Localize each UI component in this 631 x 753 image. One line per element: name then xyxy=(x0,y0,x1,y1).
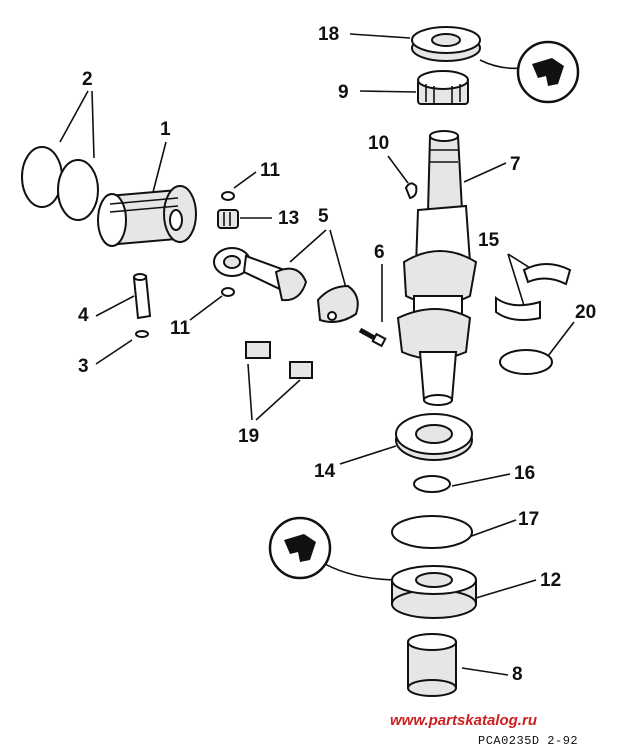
leader-lines xyxy=(59,33,575,676)
part-11-washer-top xyxy=(221,191,235,201)
callout-7: 7 xyxy=(510,154,521,175)
part-4-piston-pin xyxy=(132,273,152,320)
part-1-piston xyxy=(97,185,197,247)
part-14-ball-bearing xyxy=(395,413,473,461)
callout-1: 1 xyxy=(160,119,171,140)
part-2-piston-rings xyxy=(21,146,99,221)
callout-17: 17 xyxy=(518,509,539,530)
part-11-washer-bottom xyxy=(221,287,235,297)
callout-11-bottom: 11 xyxy=(170,318,191,339)
callout-10: 10 xyxy=(368,133,389,154)
part-19-bearing-halves xyxy=(245,341,313,379)
callout-5: 5 xyxy=(318,206,329,227)
callout-3: 3 xyxy=(78,356,89,377)
callout-14: 14 xyxy=(314,461,336,482)
callout-11-top: 11 xyxy=(260,160,281,181)
part-18-seal xyxy=(411,26,481,62)
drawing-code: PCA0235D 2-92 xyxy=(478,734,579,748)
part-17-retaining-ring xyxy=(391,515,473,549)
callout-6: 6 xyxy=(374,242,385,263)
part-7-crankshaft xyxy=(396,130,478,406)
part-13-needle-bearing xyxy=(217,209,239,229)
callout-16: 16 xyxy=(514,463,535,484)
part-6-bolt xyxy=(358,327,387,348)
watermark-text: www.partskatalog.ru xyxy=(390,712,537,729)
callout-4: 4 xyxy=(78,305,89,326)
callout-18: 18 xyxy=(318,24,339,45)
part-10-key xyxy=(404,182,418,200)
part-3-retainer xyxy=(135,330,149,338)
callout-12: 12 xyxy=(540,570,561,591)
callout-20: 20 xyxy=(575,302,596,323)
part-15-bearing-halves xyxy=(495,263,572,321)
sealant-icon-top xyxy=(516,40,580,104)
part-12-seal xyxy=(391,565,477,619)
part-8-bushing xyxy=(407,633,457,697)
callout-8: 8 xyxy=(512,664,523,685)
part-20-retaining-ring xyxy=(499,349,553,375)
part-16-retaining-ring xyxy=(413,475,451,493)
part-9-bearing xyxy=(417,70,469,105)
part-5-connecting-rod xyxy=(213,247,359,323)
callout-15: 15 xyxy=(478,230,500,251)
callout-19: 19 xyxy=(238,426,259,447)
callout-2: 2 xyxy=(82,69,93,90)
callout-13: 13 xyxy=(278,208,299,229)
sealant-icon-bottom xyxy=(268,516,332,580)
callout-9: 9 xyxy=(338,82,349,103)
